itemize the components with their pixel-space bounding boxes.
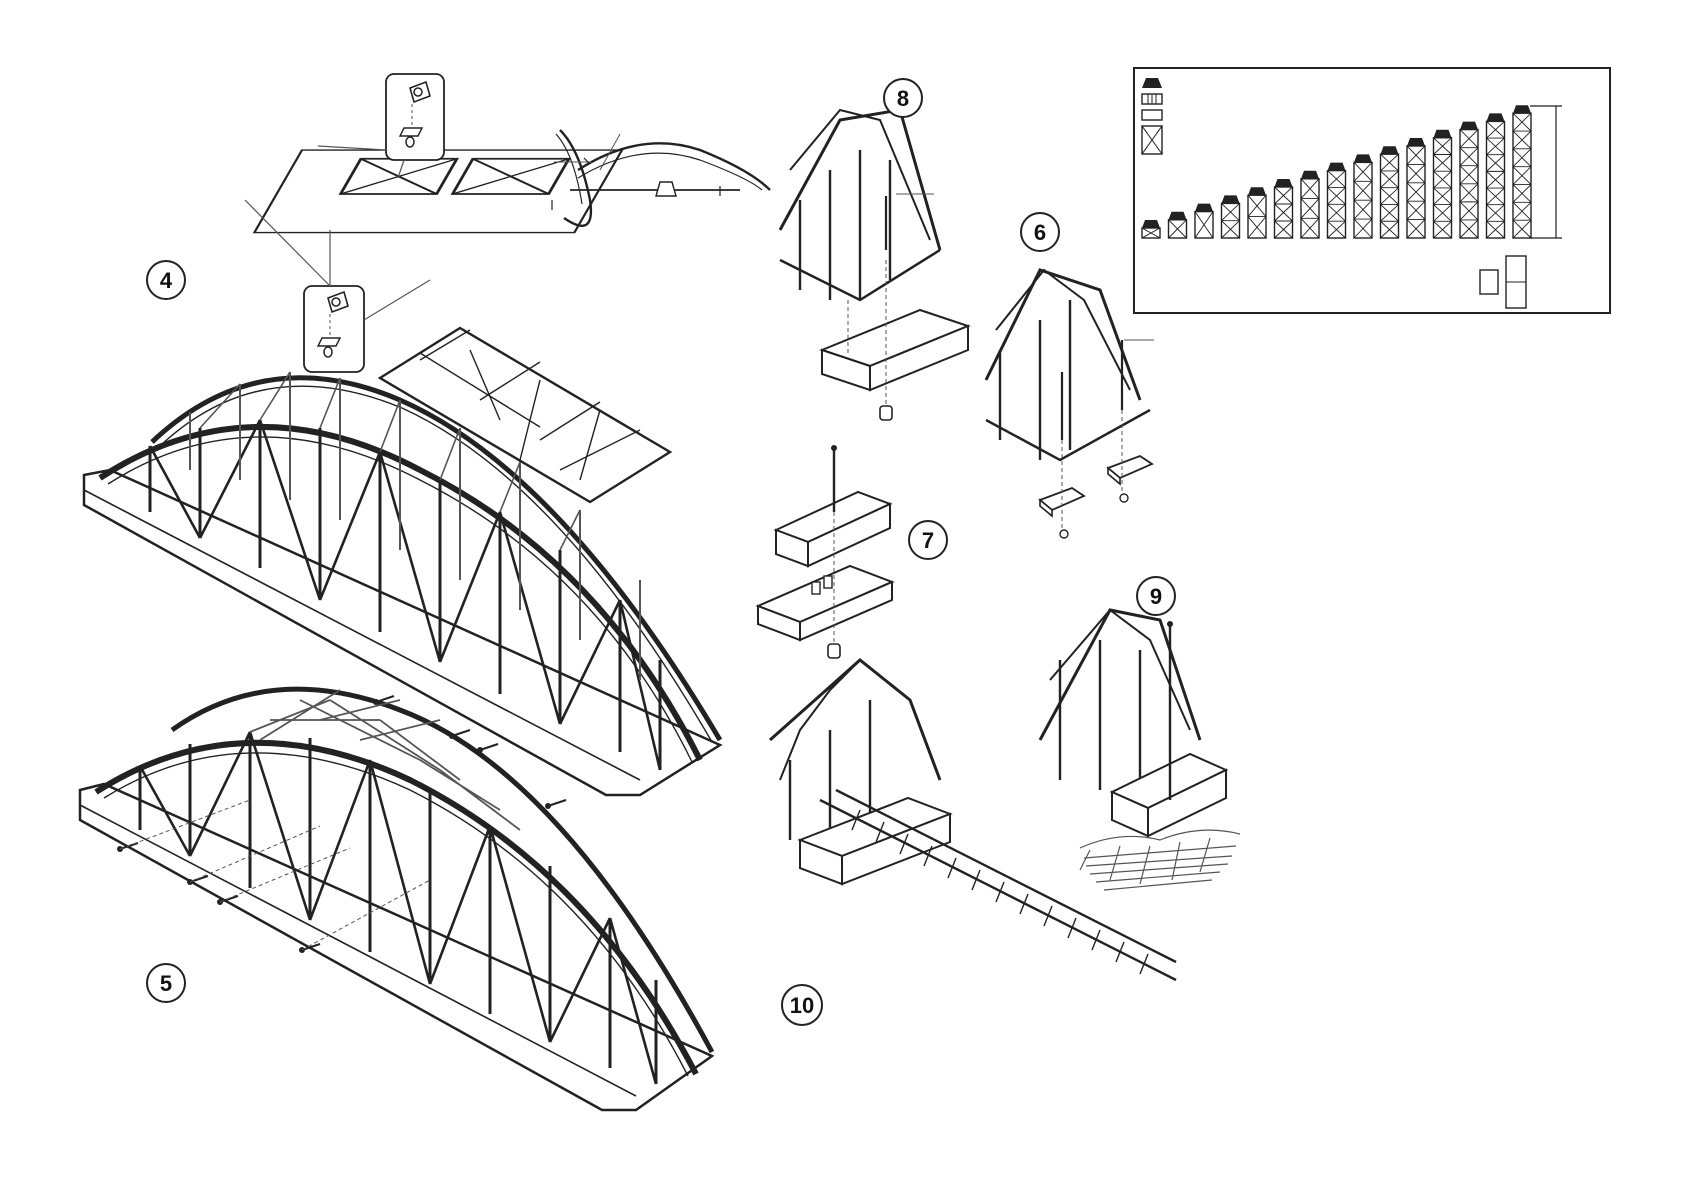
end-bearing-step-9 <box>1040 610 1240 890</box>
legend-symbols <box>1142 78 1162 154</box>
bridge-assembly-step-4 <box>84 74 720 795</box>
step-6-label: 6 <box>1034 220 1046 245</box>
step-6-marker: 6 <box>1021 213 1059 251</box>
pier-column <box>1275 179 1293 238</box>
pier-column <box>1328 163 1346 238</box>
step-7-label: 7 <box>922 528 934 553</box>
pier-column <box>1487 113 1505 238</box>
pier-height-legend <box>1134 68 1610 313</box>
step-9-label: 9 <box>1150 584 1162 609</box>
pier-column <box>1301 171 1319 238</box>
pier-block-step-7 <box>758 445 892 658</box>
pier-column <box>1407 138 1425 238</box>
step-4-label: 4 <box>160 268 173 293</box>
step-5-marker: 5 <box>147 964 185 1002</box>
height-dimension-line <box>1530 106 1562 238</box>
step-7-marker: 7 <box>909 521 947 559</box>
arch-profile-detail <box>552 130 770 226</box>
ground-texture <box>1080 830 1240 890</box>
pier-column <box>1460 122 1478 238</box>
end-bearing-step-8 <box>780 110 968 420</box>
pier-column <box>1354 154 1372 238</box>
nut-detail-callout-bottom <box>304 286 364 372</box>
step-10-label: 10 <box>790 993 814 1018</box>
roof-panel-lower <box>380 328 670 502</box>
pier-column <box>1222 195 1240 238</box>
pier-column <box>1248 187 1266 238</box>
pier-column <box>1381 146 1399 238</box>
pier-column <box>1169 212 1187 238</box>
bearing-shoe-left <box>1040 440 1084 538</box>
step-9-marker: 9 <box>1137 577 1175 615</box>
step-8-marker: 8 <box>884 79 922 117</box>
spacer-plates <box>1480 256 1526 308</box>
nut-detail-callout-top <box>386 74 444 160</box>
pier-column <box>1195 204 1213 238</box>
bearing-shoe-right <box>1108 410 1152 502</box>
pier-column <box>1513 105 1531 238</box>
step-5-label: 5 <box>160 971 172 996</box>
step-10-marker: 10 <box>782 985 822 1025</box>
end-bearing-step-6 <box>986 270 1154 538</box>
pier-height-columns <box>1142 105 1531 238</box>
pier-column <box>1434 130 1452 238</box>
pier-column <box>1142 220 1160 238</box>
step-8-label: 8 <box>897 86 909 111</box>
step-4-marker: 4 <box>147 261 185 299</box>
